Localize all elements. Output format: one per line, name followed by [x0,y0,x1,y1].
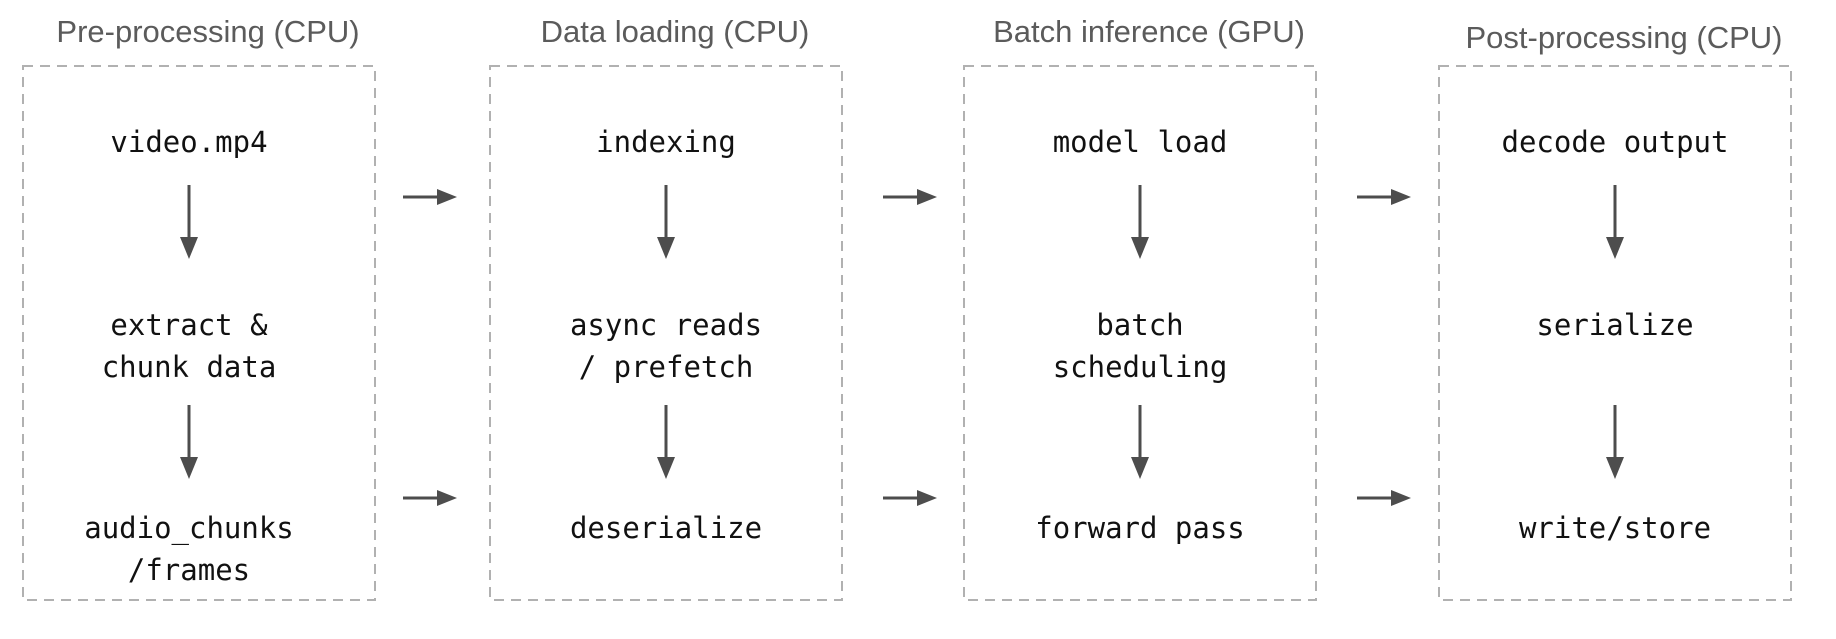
right-arrow-icon [883,189,937,205]
node-video-mp4: video.mp4 [110,125,268,159]
node-async-reads-prefetch: async reads / prefetch [569,308,763,384]
stage-title: Batch inference (GPU) [993,14,1305,49]
dashed-border [489,65,843,601]
right-arrow-icon [403,490,457,506]
node-deserialize: deserialize [569,511,763,545]
right-arrow-icon [1357,490,1411,506]
stage-pre-processing: Pre-processing (CPU) video.mp4 extract &… [22,0,376,639]
stage-title: Post-processing (CPU) [1465,20,1783,55]
node-serialize: serialize [1536,308,1694,342]
stage-box: decode output serialize write/store [1438,65,1792,601]
right-arrow-icon [883,490,937,506]
down-arrow-icon [180,185,198,259]
node-model-load: model load [1052,125,1228,159]
stage-flow: indexing async reads / prefetch deserial… [489,65,843,601]
right-arrow-icon [403,189,457,205]
node-batch-scheduling: batch scheduling [1052,308,1228,384]
node-audio-chunks-frames: audio_chunks /frames [84,511,294,587]
dashed-border [22,65,376,601]
down-arrow-icon [657,185,675,259]
dashed-border [963,65,1317,601]
dashed-border [1438,65,1792,601]
down-arrow-icon [1131,185,1149,259]
stage-box: video.mp4 extract & chunk data audio_chu… [22,65,376,601]
down-arrow-icon [1131,405,1149,479]
stage-title: Data loading (CPU) [540,14,810,49]
node-indexing: indexing [596,125,736,159]
node-write-store: write/store [1518,511,1712,545]
down-arrow-icon [1606,405,1624,479]
stage-flow: model load batch scheduling forward pass [963,65,1317,601]
stage-post-processing: Post-processing (CPU) decode output seri… [1438,0,1792,639]
down-arrow-icon [1606,185,1624,259]
down-arrow-icon [180,405,198,479]
stage-data-loading: Data loading (CPU) indexing async reads … [489,0,843,639]
stage-box: model load batch scheduling forward pass [963,65,1317,601]
stage-box: indexing async reads / prefetch deserial… [489,65,843,601]
node-forward-pass: forward pass [1035,511,1245,545]
down-arrow-icon [657,405,675,479]
right-arrow-icon [1357,189,1411,205]
node-decode-output: decode output [1501,125,1729,159]
node-extract-chunk-data: extract & chunk data [101,308,277,384]
stage-flow: video.mp4 extract & chunk data audio_chu… [12,65,366,601]
stage-flow: decode output serialize write/store [1438,65,1792,601]
stage-batch-inference: Batch inference (GPU) model load batch s… [963,0,1317,639]
stage-title: Pre-processing (CPU) [56,14,360,49]
